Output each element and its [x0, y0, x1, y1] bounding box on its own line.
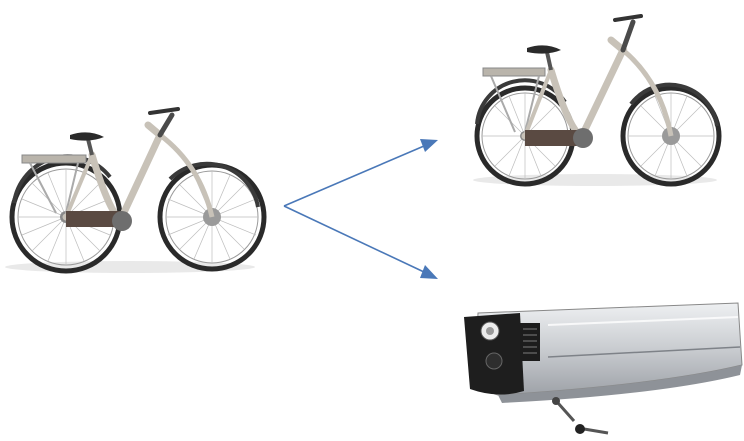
arrow-to-battery	[284, 206, 438, 279]
arrow-to-bike	[284, 139, 438, 206]
